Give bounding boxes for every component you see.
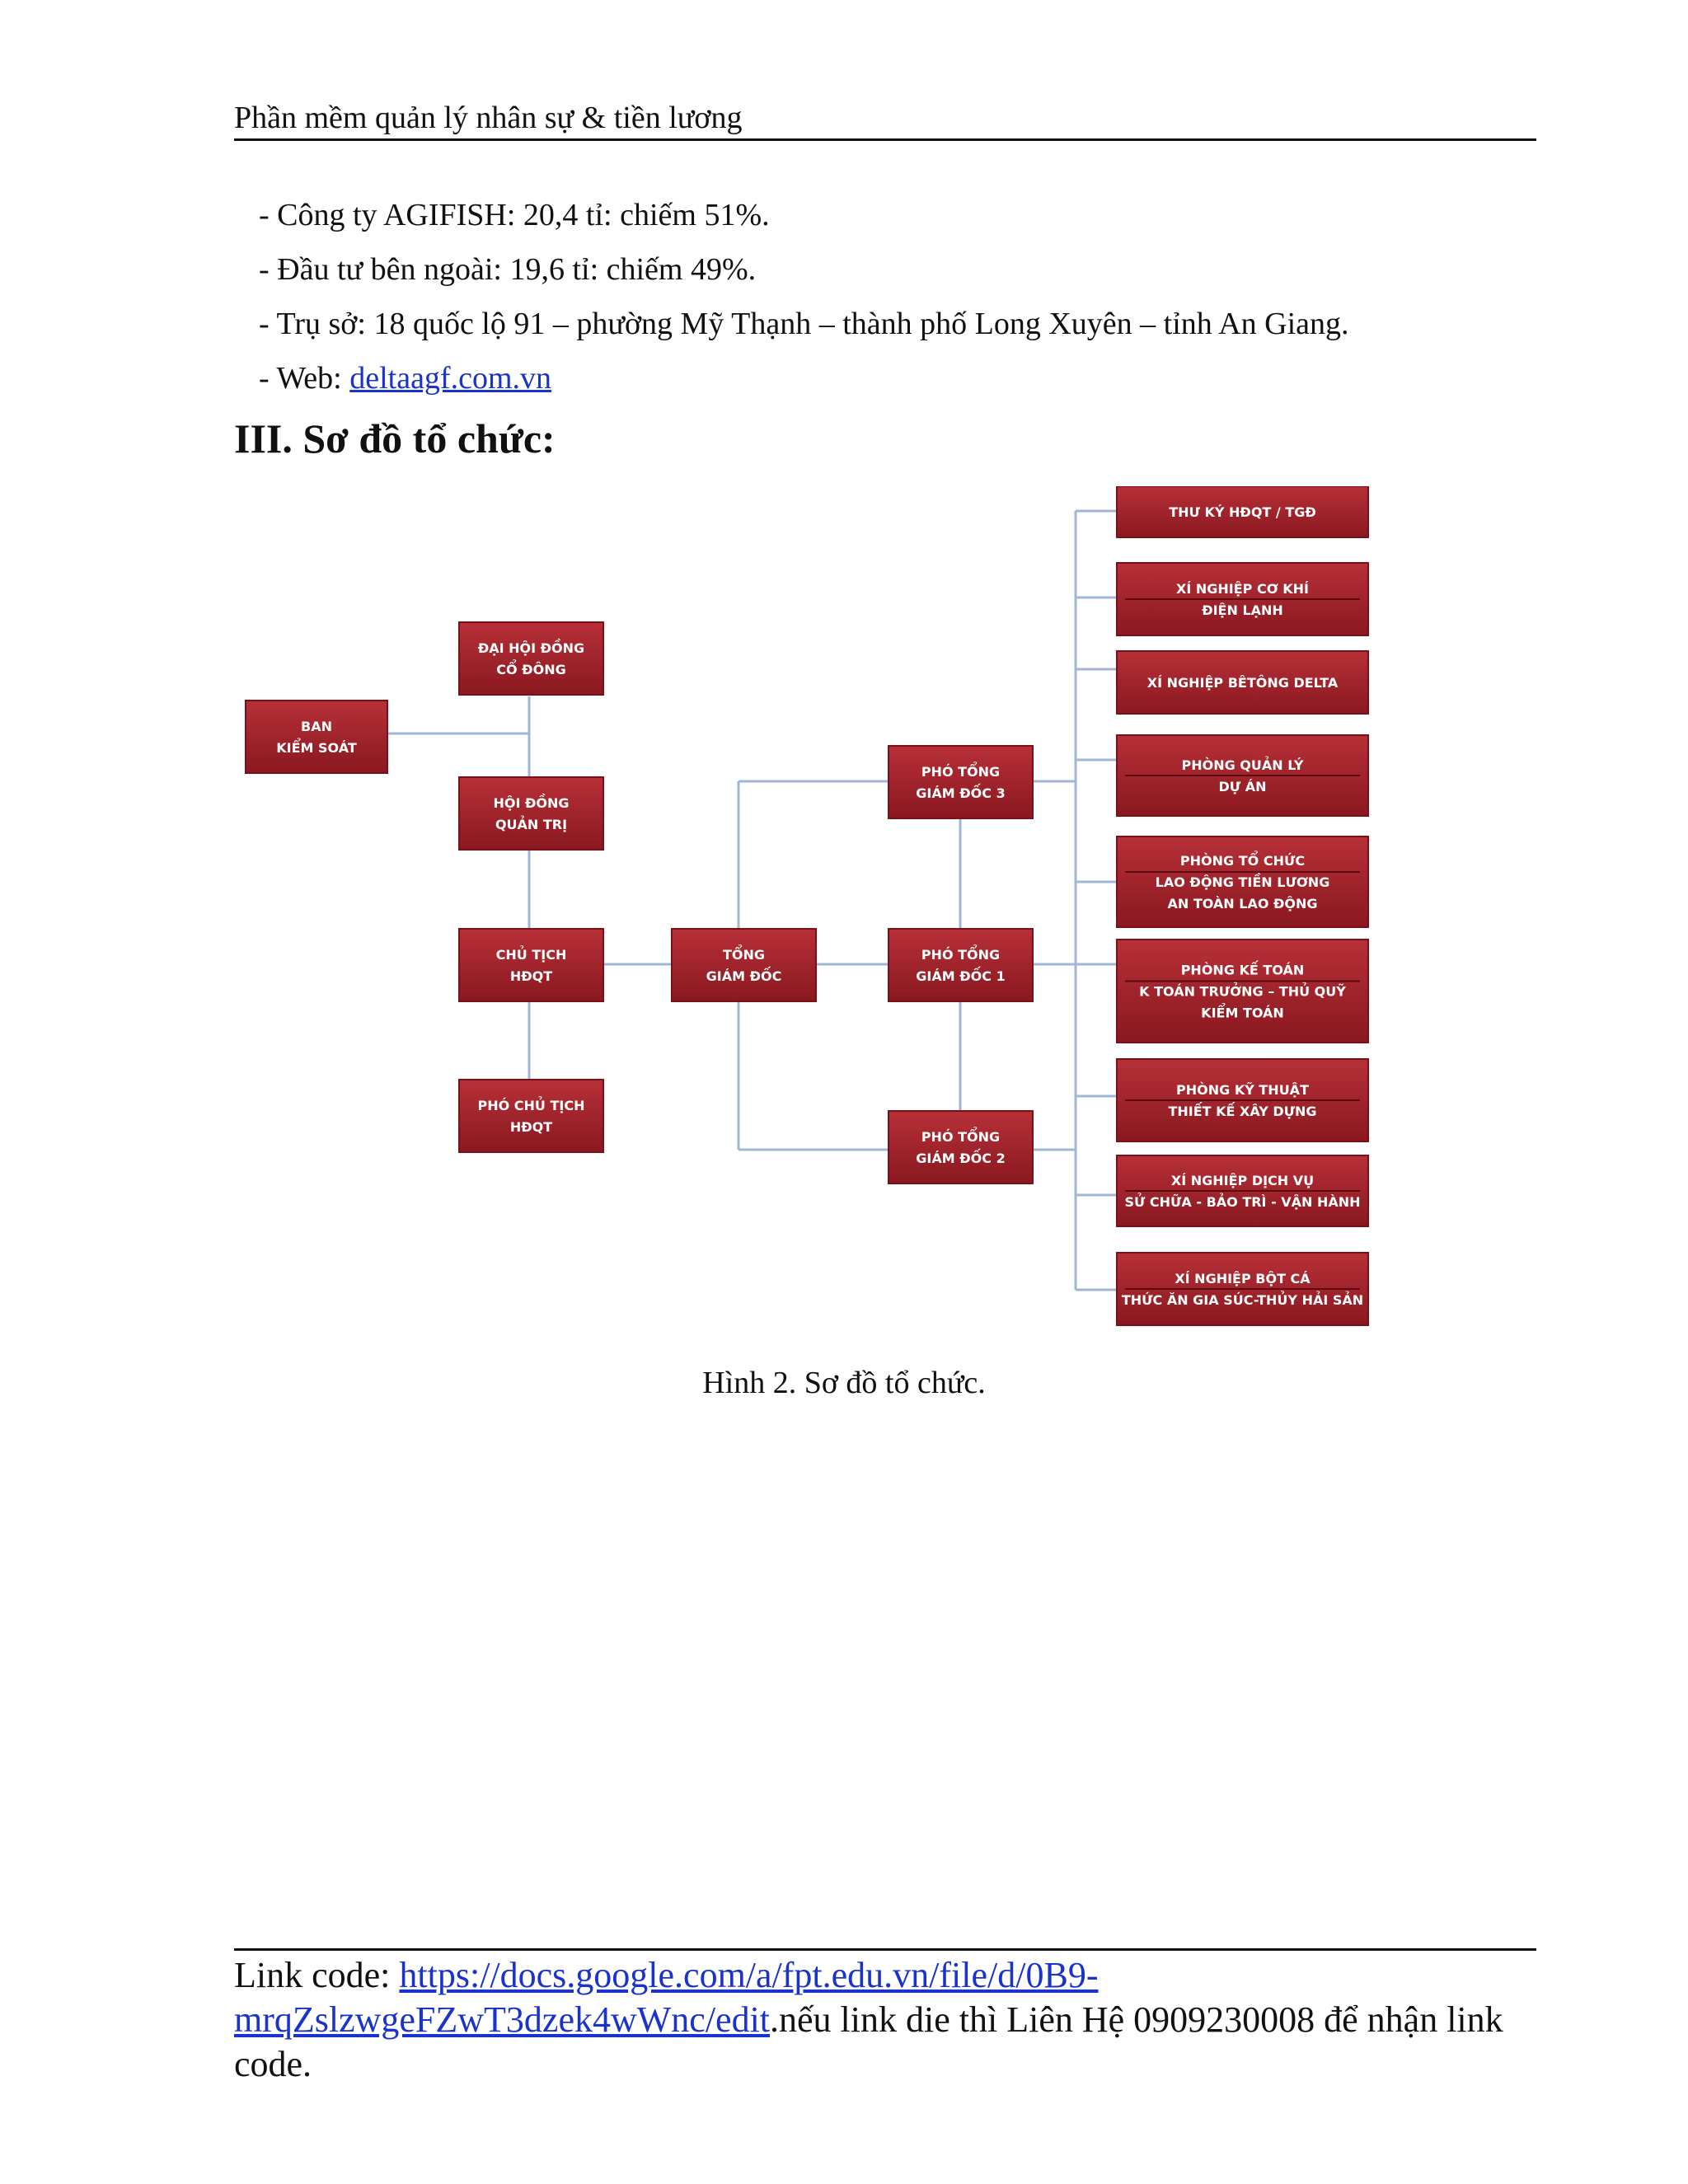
- org-box-bks: BAN KIỂM SOÁT: [245, 700, 388, 774]
- org-box-label: GIÁM ĐỐC 2: [916, 1149, 1005, 1166]
- org-box-label: ĐIỆN LẠNH: [1202, 602, 1283, 618]
- org-box-ptgd3: PHÓ TỔNG GIÁM ĐỐC 3: [888, 745, 1034, 819]
- org-box-label: SỬ CHỮA - BẢO TRÌ - VẬN HÀNH: [1124, 1193, 1360, 1210]
- org-box-rect: [458, 776, 604, 851]
- org-box-label: XÍ NGHIỆP BỘT CÁ: [1175, 1270, 1311, 1286]
- page-footer: Link code: https://docs.google.com/a/fpt…: [234, 1953, 1545, 2087]
- org-box-rect: [671, 928, 817, 1002]
- org-box-hdqt: HỘI ĐỒNG QUẢN TRỊ: [458, 776, 604, 851]
- org-box-label: PHÓ TỔNG: [921, 944, 1000, 963]
- org-box-label: GIÁM ĐỐC 1: [916, 967, 1005, 984]
- body-line-address: - Trụ sở: 18 quốc lộ 91 – phường Mỹ Thạn…: [259, 307, 1349, 341]
- org-box-rect: [1116, 486, 1369, 538]
- org-box-label: TỔNG: [723, 944, 765, 963]
- org-box-label: PHÓ TỔNG: [921, 1127, 1000, 1145]
- section-title: III. Sơ đồ tổ chức:: [234, 415, 556, 462]
- org-box-label: KIỂM TOÁN: [1201, 1003, 1284, 1021]
- page-header: Phần mềm quản lý nhân sự & tiền lương: [234, 97, 1536, 141]
- org-chart-boxes: ĐẠI HỘI ĐỒNG CỔ ĐÔNG BAN KIỂM SOÁT HỘI ĐỒNG Q…: [245, 486, 1369, 1326]
- org-box-ptgd2: PHÓ TỔNG GIÁM ĐỐC 2: [888, 1110, 1034, 1184]
- org-box-label: ĐẠI HỘI ĐỒNG: [478, 638, 584, 656]
- org-box-label: PHÒNG KẾ TOÁN: [1181, 961, 1305, 978]
- footer-label: Link code:: [234, 1955, 400, 1995]
- org-box-rect: [1116, 939, 1369, 1043]
- web-link[interactable]: deltaagf.com.vn: [349, 361, 552, 396]
- org-box-label: KIỂM SOÁT: [276, 738, 357, 756]
- org-box-u2: XÍ NGHIỆP CƠ KHÍ ĐIỆN LẠNH: [1116, 562, 1369, 636]
- org-box-label: CỔ ĐÔNG: [496, 659, 565, 677]
- org-box-label: HĐQT: [510, 1119, 552, 1135]
- org-box-label: PHÒNG TỔ CHỨC: [1180, 851, 1305, 869]
- org-box-label: CHỦ TỊCH: [496, 945, 567, 963]
- org-box-label: PHÒNG KỸ THUẬT: [1176, 1081, 1309, 1098]
- footer-link[interactable]: https://docs.google.com/a/fpt.edu.vn/fil…: [234, 1955, 1099, 2040]
- org-box-rect: [458, 1079, 604, 1153]
- org-box-u7: PHÒNG KỸ THUẬT THIẾT KẾ XÂY DỰNG: [1116, 1058, 1369, 1142]
- org-box-label: PHÓ TỔNG: [921, 762, 1000, 780]
- org-box-label: BAN: [301, 719, 332, 734]
- org-box-label: GIÁM ĐỐC: [706, 967, 782, 984]
- org-box-label: PHÒNG QUẢN LÝ: [1181, 756, 1303, 773]
- org-box-label: THỨC ĂN GIA SÚC-THỦY HẢI SẢN: [1122, 1291, 1363, 1308]
- web-prefix: - Web:: [259, 361, 350, 396]
- org-box-label: HỘI ĐỒNG: [493, 793, 569, 811]
- org-box-label: XÍ NGHIỆP CƠ KHÍ: [1176, 580, 1309, 597]
- body-line-shareholder: - Công ty AGIFISH: 20,4 tỉ: chiếm 51%.: [259, 198, 770, 232]
- org-box-rect: [888, 928, 1034, 1002]
- org-box-label: HĐQT: [510, 968, 552, 984]
- org-box-u8: XÍ NGHIỆP DỊCH VỤ SỬ CHỮA - BẢO TRÌ - VẬN…: [1116, 1155, 1369, 1227]
- org-box-u6: PHÒNG KẾ TOÁN K TOÁN TRƯỞNG – THỦ QUỸ KIỂM…: [1116, 939, 1369, 1043]
- org-box-u9: XÍ NGHIỆP BỘT CÁ THỨC ĂN GIA SÚC-THỦY HẢI…: [1116, 1252, 1369, 1326]
- org-box-label: AN TOÀN LAO ĐỘNG: [1167, 895, 1317, 912]
- org-box-ctqt: CHỦ TỊCH HĐQT: [458, 928, 604, 1002]
- org-box-label: XÍ NGHIỆP DỊCH VỤ: [1171, 1172, 1314, 1188]
- org-box-label: XÍ NGHIỆP BÊTÔNG DELTA: [1147, 674, 1339, 691]
- figure-caption: Hình 2. Sơ đồ tổ chức.: [702, 1366, 986, 1400]
- org-box-u4: PHÒNG QUẢN LÝ DỰ ÁN: [1116, 734, 1369, 817]
- org-box-label: K TOÁN TRƯỞNG – THỦ QUỸ: [1139, 982, 1346, 1000]
- org-box-pct: PHÓ CHỦ TỊCH HĐQT: [458, 1079, 604, 1153]
- org-box-u5: PHÒNG TỔ CHỨC LAO ĐỘNG TIỀN LƯƠNG AN TOÀN …: [1116, 836, 1369, 928]
- org-box-rect: [1116, 836, 1369, 928]
- org-box-u3: XÍ NGHIỆP BÊTÔNG DELTA: [1116, 650, 1369, 715]
- org-box-label: THƯ KÝ HĐQT / TGĐ: [1169, 504, 1316, 520]
- org-box-rect: [245, 700, 388, 774]
- org-box-rect: [1116, 650, 1369, 715]
- org-box-u1: THƯ KÝ HĐQT / TGĐ: [1116, 486, 1369, 538]
- org-box-dhdcd: ĐẠI HỘI ĐỒNG CỔ ĐÔNG: [458, 621, 604, 696]
- org-box-label: QUẢN TRỊ: [495, 815, 567, 832]
- org-box-tgd: TỔNG GIÁM ĐỐC: [671, 928, 817, 1002]
- body-line-web: - Web: deltaagf.com.vn: [259, 359, 551, 397]
- org-box-label: GIÁM ĐỐC 3: [916, 784, 1005, 801]
- body-line-investment: - Đầu tư bên ngoài: 19,6 tỉ: chiếm 49%.: [259, 252, 757, 287]
- org-box-label: DỰ ÁN: [1219, 779, 1267, 794]
- org-box-rect: [458, 621, 604, 696]
- org-box-rect: [458, 928, 604, 1002]
- org-box-label: PHÓ CHỦ TỊCH: [478, 1096, 585, 1113]
- footer-rule: [234, 1948, 1536, 1951]
- footer-suffix: .nếu link die thì Liên Hệ 0909230008 để …: [234, 1999, 1503, 2084]
- org-box-rect: [888, 745, 1034, 819]
- org-box-ptgd1: PHÓ TỔNG GIÁM ĐỐC 1: [888, 928, 1034, 1002]
- org-box-label: THIẾT KẾ XÂY DỰNG: [1168, 1102, 1316, 1119]
- org-chart: ĐẠI HỘI ĐỒNG CỔ ĐÔNG BAN KIỂM SOÁT HỘI ĐỒNG Q…: [245, 486, 1369, 1326]
- org-box-label: LAO ĐỘNG TIỀN LƯƠNG: [1156, 873, 1330, 890]
- header-title: Phần mềm quản lý nhân sự & tiền lương: [234, 101, 743, 135]
- org-box-rect: [888, 1110, 1034, 1184]
